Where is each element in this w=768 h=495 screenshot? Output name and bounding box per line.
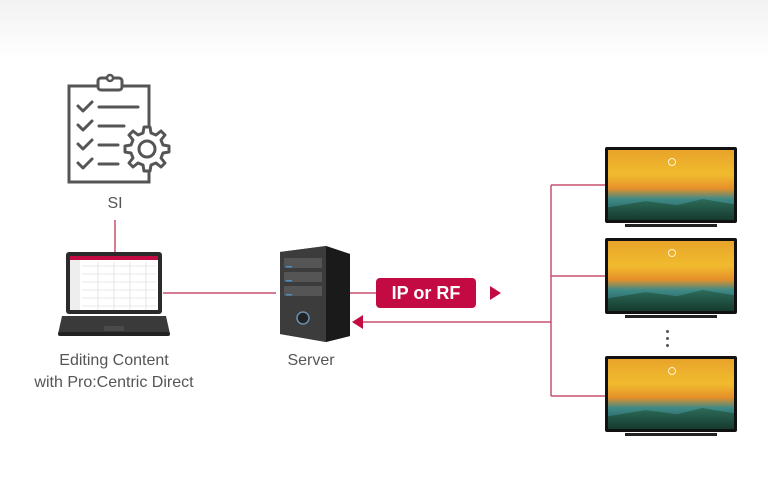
more-tvs-ellipsis <box>666 330 670 351</box>
outgoing-arrow <box>490 286 501 300</box>
laptop-icon <box>58 252 170 336</box>
tv-icon <box>605 238 737 318</box>
top-gradient-band <box>0 0 768 60</box>
tv-icon <box>605 356 737 436</box>
laptop-label: Editing Content with Pro:Centric Direct <box>14 350 214 394</box>
clipboard-gear-icon <box>67 73 171 184</box>
return-arrow <box>352 315 363 329</box>
si-label: SI <box>107 195 123 212</box>
server-icon <box>280 246 350 342</box>
laptop-label-line2: with Pro:Centric Direct <box>34 374 194 391</box>
ip-or-rf-badge: IP or RF <box>376 278 476 308</box>
server-label: Server <box>287 352 335 369</box>
laptop-label-line1: Editing Content <box>59 352 169 369</box>
tv-icon <box>605 147 737 227</box>
